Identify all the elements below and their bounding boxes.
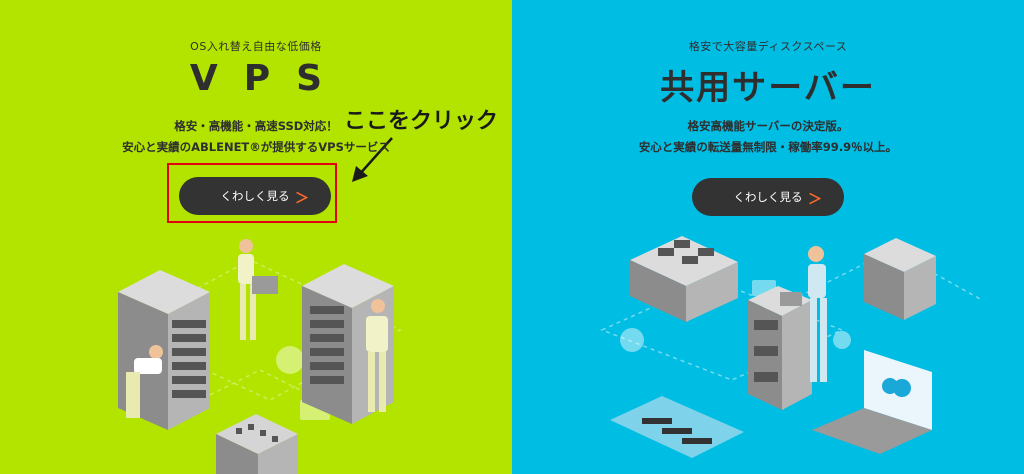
shared-description: 格安高機能サーバーの決定版。 安心と実績の転送量無制限・稼働率99.9％以上。 <box>512 116 1024 158</box>
vps-title: VPS <box>189 58 349 99</box>
technician-icon <box>366 299 388 412</box>
vps-eyebrow: OS入れ替え自由な低価格 <box>190 40 322 53</box>
server-tower-icon <box>864 238 936 320</box>
shared-desc-line-2: 安心と実績の転送量無制限・稼働率99.9％以上。 <box>638 140 898 154</box>
vps-desc-line-2: 安心と実績のABLENET®が提供するVPSサービス <box>122 140 390 154</box>
technician-icon <box>238 239 278 340</box>
storage-device-icon <box>630 236 738 322</box>
cloud-upload-icon <box>882 378 911 397</box>
arrow-icon <box>352 137 393 182</box>
vps-details-button[interactable]: くわしく見る ＞ <box>179 177 331 215</box>
shared-eyebrow: 格安で大容量ディスクスペース <box>688 40 848 53</box>
chevron-right-icon: ＞ <box>295 191 309 207</box>
shared-details-button[interactable]: くわしく見る ＞ <box>692 178 844 216</box>
circuit-board-icon <box>610 396 744 458</box>
shared-title: 共用サーバー <box>660 68 876 108</box>
vps-panel: OS入れ替え自由な低価格 VPS 格安・高機能・高速SSD対応！ 安心と実績のA… <box>0 0 512 474</box>
click-here-callout: ここをクリック <box>344 109 499 134</box>
shared-desc-line-1: 格安高機能サーバーの決定版。 <box>687 119 849 133</box>
technician-icon <box>780 246 827 382</box>
vps-desc-line-1: 格安・高機能・高速SSD対応！ <box>174 119 338 133</box>
server-unit-icon <box>216 414 298 474</box>
shared-details-label: くわしく見る <box>733 190 803 204</box>
laptop-icon <box>812 350 932 454</box>
vps-description: 格安・高機能・高速SSD対応！ 安心と実績のABLENET®が提供するVPSサー… <box>0 116 512 158</box>
technician-icon <box>126 345 163 418</box>
shared-server-illustration <box>600 236 983 458</box>
vps-illustration <box>118 137 402 474</box>
vps-details-label: くわしく見る <box>220 189 290 203</box>
shared-server-panel: 格安で大容量ディスクスペース 共用サーバー 格安高機能サーバーの決定版。 安心と… <box>512 0 1024 474</box>
chevron-right-icon: ＞ <box>808 192 822 208</box>
click-highlight-box <box>167 163 337 223</box>
